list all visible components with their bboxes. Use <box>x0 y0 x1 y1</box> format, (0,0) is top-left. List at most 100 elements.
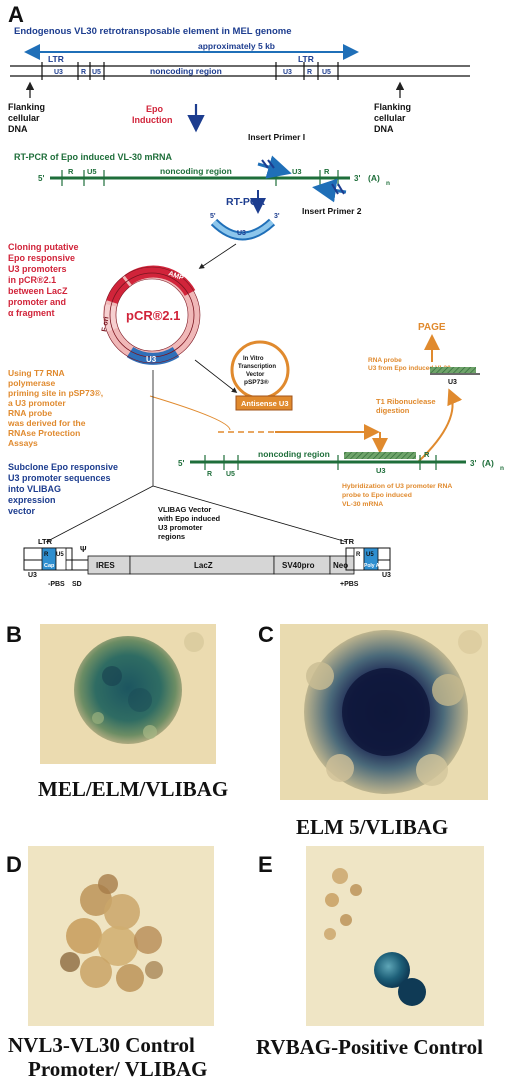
genome-u3-right: U3 <box>283 69 292 76</box>
svg-text:promoter and: promoter and <box>8 297 66 307</box>
hyb-polya: (A) <box>482 458 494 468</box>
t1-line1: T1 Ribonuclease <box>376 397 436 406</box>
svg-text:Neo: Neo <box>333 561 348 570</box>
svg-text:cellular: cellular <box>374 113 406 123</box>
svg-text:regions: regions <box>158 532 185 541</box>
svg-text:R: R <box>356 552 361 558</box>
svg-text:U5: U5 <box>366 552 374 558</box>
page-label: PAGE <box>418 322 446 333</box>
ltr-label-right: LTR <box>298 54 314 64</box>
svg-text:R: R <box>44 552 49 558</box>
flank-left-label: Flanking cellular DNA <box>8 102 45 134</box>
svg-text:Epo responsive: Epo responsive <box>8 253 75 263</box>
svg-text:Cloning putative: Cloning putative <box>8 242 79 252</box>
insert-primer-1-arrow <box>257 155 292 179</box>
svg-text:VLIBAG Vector: VLIBAG Vector <box>158 505 211 514</box>
svg-text:DNA: DNA <box>8 124 28 134</box>
mrna-polya-n: n <box>386 180 390 187</box>
ltr-label-left: LTR <box>48 54 64 64</box>
panel-label-d: D <box>6 852 22 877</box>
svg-text:α fragment: α fragment <box>8 308 55 318</box>
svg-text:probe to Epo induced: probe to Epo induced <box>342 492 412 499</box>
svg-text:Cap: Cap <box>44 563 55 569</box>
svg-text:Ψ: Ψ <box>80 545 87 554</box>
hyb-3-prime: 3' <box>470 459 476 468</box>
mrna-r-label: R <box>68 167 74 176</box>
svg-text:+PBS: +PBS <box>340 581 359 588</box>
svg-text:LacZ: LacZ <box>194 561 213 570</box>
micrograph-e <box>306 846 484 1026</box>
u3-pcr-fragment: U3 5' 3' <box>210 213 280 241</box>
genome-u3-left: U3 <box>54 69 63 76</box>
hyb-rr-label: R <box>424 450 430 459</box>
svg-text:into VLIBAG: into VLIBAG <box>8 484 61 494</box>
plasmid-name: pCR®2.1 <box>126 308 180 323</box>
plasmid-to-ivt-arrow <box>194 359 238 393</box>
rtpcr-label: RT-PCR <box>226 196 266 208</box>
svg-text:U3 promoters: U3 promoters <box>8 264 67 274</box>
vlibag-vector-map: LTR LTR U3 R U5 Cap Ψ IRES LacZ SV40pro … <box>23 537 391 588</box>
svg-text:vector: vector <box>8 506 36 516</box>
svg-text:DNA: DNA <box>374 124 394 134</box>
genome-r-left: R <box>81 69 86 76</box>
mrna-u5-label: U5 <box>87 167 97 176</box>
hyb-noncoding-label: noncoding region <box>258 449 330 459</box>
svg-text:U3: U3 <box>382 572 391 579</box>
svg-text:VL-30 mRNA: VL-30 mRNA <box>342 501 383 508</box>
svg-text:In Vitro: In Vitro <box>243 356 264 362</box>
svg-text:Subclone Epo responsive: Subclone Epo responsive <box>8 462 118 472</box>
hyb-probe-bar <box>344 452 416 459</box>
rna-probe-label: RNA probe <box>368 357 402 364</box>
mrna-5-prime: 5' <box>38 174 44 183</box>
svg-text:LTR: LTR <box>340 537 355 546</box>
svg-text:pSP73®: pSP73® <box>244 378 269 386</box>
svg-text:Antisense U3: Antisense U3 <box>241 399 289 408</box>
svg-text:priming site in pSP73®,: priming site in pSP73®, <box>8 388 103 398</box>
plasmid-pcr21: AMP F ori U3 pCR®2.1 <box>101 265 201 365</box>
svg-text:Using T7 RNA: Using T7 RNA <box>8 368 65 378</box>
mrna-3-prime: 3' <box>354 174 360 183</box>
t7-connector <box>149 395 231 431</box>
svg-text:RNA probe: RNA probe <box>8 408 52 418</box>
svg-text:Hybridization of U3 promoter R: Hybridization of U3 promoter RNA <box>342 483 452 490</box>
svg-text:Assays: Assays <box>8 438 38 448</box>
svg-text:U3 promoter sequences: U3 promoter sequences <box>8 473 111 483</box>
svg-text:in pCR®2.1: in pCR®2.1 <box>8 275 56 285</box>
caption-d-line2: Promoter/ VLIBAG <box>28 1057 207 1081</box>
caption-d-line1: NVL3-VL30 Control <box>8 1033 195 1057</box>
svg-text:SD: SD <box>72 581 82 588</box>
induction-label: Induction <box>132 115 173 125</box>
genome-size: approximately 5 kb <box>198 41 275 51</box>
svg-text:5': 5' <box>210 213 216 220</box>
hyb-r-label: R <box>207 471 212 478</box>
genome-u5-right: U5 <box>322 69 331 76</box>
panel-label-c: C <box>258 622 274 647</box>
micrograph-d <box>28 846 214 1026</box>
svg-text:LTR: LTR <box>38 537 53 546</box>
fragment-to-plasmid-arrow <box>198 243 237 269</box>
svg-text:Flanking: Flanking <box>8 102 45 112</box>
epo-label: Epo <box>146 104 164 114</box>
probe-u3-label: U3 <box>448 379 457 386</box>
flank-right-label: Flanking cellular DNA <box>374 102 411 134</box>
micrograph-c <box>280 624 488 800</box>
svg-text:SV40pro: SV40pro <box>282 561 315 570</box>
caption-c: ELM 5/VLIBAG <box>296 815 448 839</box>
caption-b: MEL/ELM/VLIBAG <box>38 777 228 801</box>
svg-text:cellular: cellular <box>8 113 40 123</box>
genome-u5-left: U5 <box>92 69 101 76</box>
svg-text:expression: expression <box>8 495 56 505</box>
vlibag-vector-title: VLIBAG Vector with Epo induced U3 promot… <box>157 505 220 541</box>
t7-text: Using T7 RNA polymerase priming site in … <box>7 368 103 448</box>
panel-label-e: E <box>258 852 273 877</box>
micrograph-b <box>40 624 216 764</box>
subclone-line-left <box>45 485 154 543</box>
genome-noncoding: noncoding region <box>150 66 222 76</box>
svg-text:-PBS: -PBS <box>48 581 65 588</box>
svg-text:RNAse Protection: RNAse Protection <box>8 428 80 438</box>
svg-text:was derived for the: was derived for the <box>7 418 86 428</box>
svg-text:Poly A: Poly A <box>364 563 380 569</box>
t1-digestion-arrow <box>417 388 463 463</box>
hyb-u3-label: U3 <box>376 466 386 475</box>
cloning-text: Cloning putative Epo responsive U3 promo… <box>8 242 79 318</box>
